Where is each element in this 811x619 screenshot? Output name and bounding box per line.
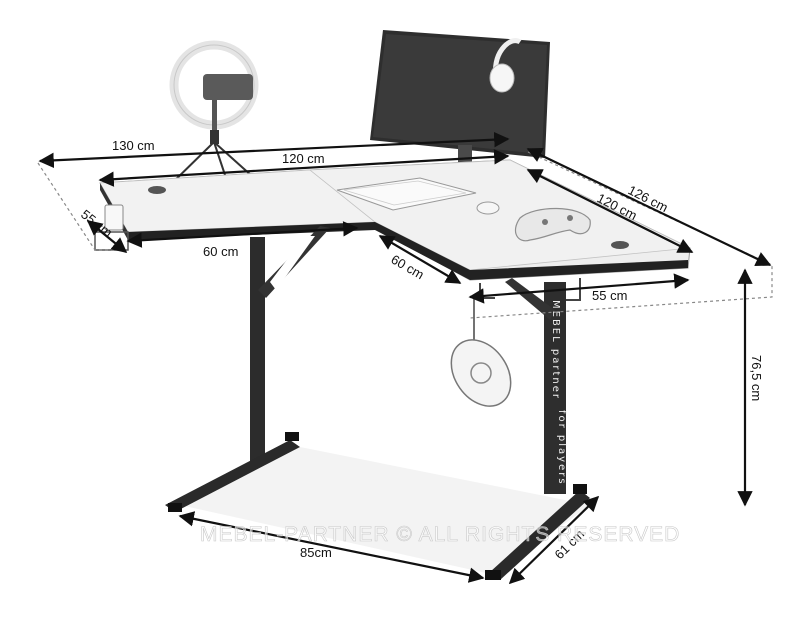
cable-hole-right	[611, 241, 629, 249]
label-55-right: 55 cm	[592, 288, 627, 303]
arrow-120-left	[98, 149, 510, 187]
arrow-60-corner	[378, 235, 462, 284]
arrow-120-right	[526, 169, 694, 253]
label-60-corner: 60 cm	[389, 252, 427, 283]
phone-icon	[203, 74, 253, 100]
leg-brand-subtext: for players	[556, 410, 567, 486]
arrow-60-left	[126, 221, 359, 248]
label-130: 130 cm	[112, 138, 155, 153]
dimension-arrows	[38, 131, 772, 585]
arrow-55-left	[86, 220, 128, 253]
arrow-130	[38, 131, 510, 169]
mouse-icon	[476, 201, 500, 215]
arrow-55-right	[468, 273, 690, 304]
leg-brand-text: MEBEL partner	[550, 300, 561, 400]
label-60-left: 60 cm	[203, 244, 238, 259]
hanging-case	[450, 297, 512, 407]
label-85: 85cm	[300, 545, 332, 560]
floor-shadow	[180, 445, 590, 575]
left-leg	[165, 226, 330, 512]
headphones-icon	[489, 38, 522, 93]
arrow-61	[508, 495, 600, 585]
label-120-left: 120 cm	[282, 151, 325, 166]
label-height: 76,5 cm	[749, 355, 764, 401]
arrow-85	[178, 511, 485, 583]
watermark: MEBEL-PARTNER © ALL RIGHTS RESERVED	[200, 523, 680, 546]
cable-hole-left	[148, 186, 166, 194]
